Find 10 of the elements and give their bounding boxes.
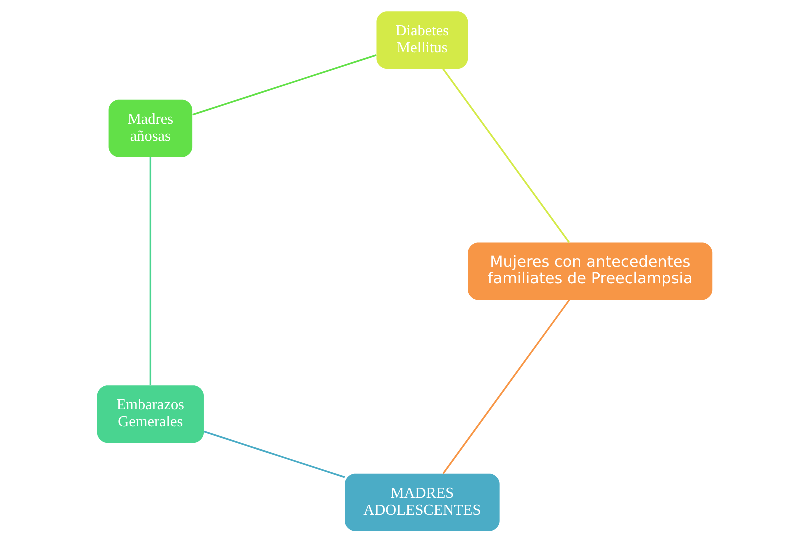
connector <box>442 300 570 474</box>
connector <box>192 54 376 116</box>
node-box: MADRES ADOLESCENTES <box>344 474 500 532</box>
node-box: Embarazos Gemerales <box>96 386 204 444</box>
node-box: Mujeres con antecedentes familiates de Preeclampsia <box>468 242 712 300</box>
connector <box>149 157 152 386</box>
node-box: Diabetes Mellitus <box>376 12 468 70</box>
connector <box>203 430 345 478</box>
node-box: Madres añosas <box>108 100 192 158</box>
connector <box>442 68 570 244</box>
